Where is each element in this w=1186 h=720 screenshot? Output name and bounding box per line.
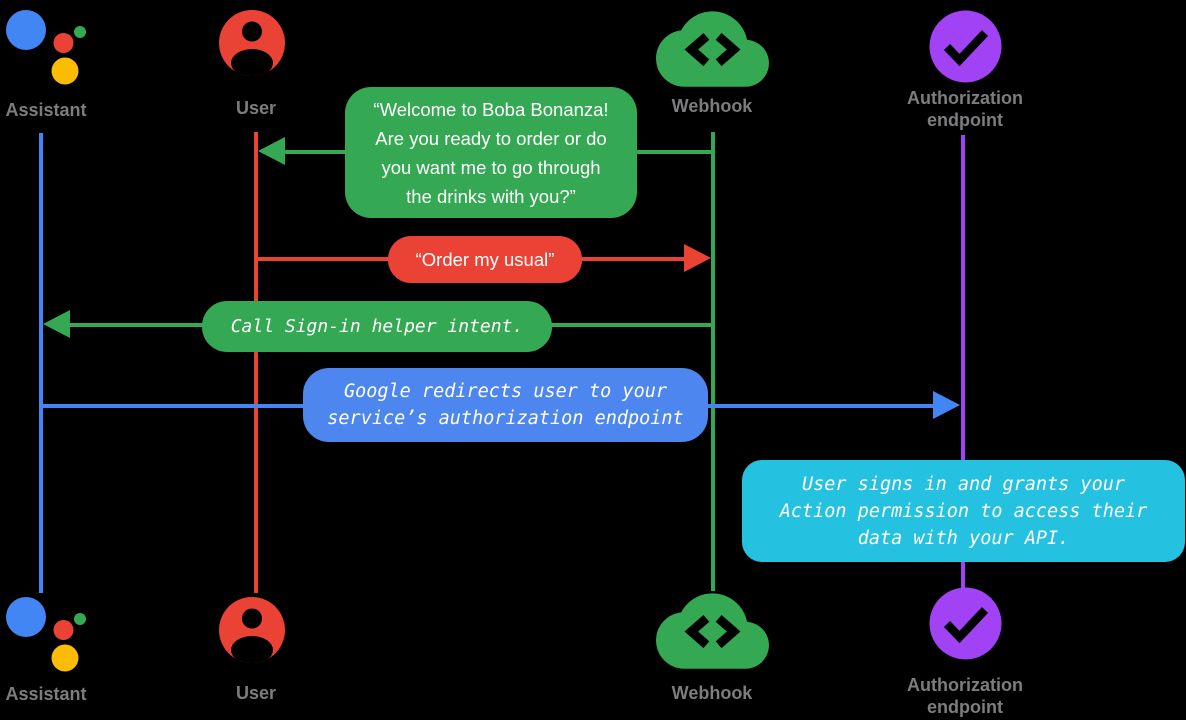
order-message-bubble: “Order my usual” (388, 236, 582, 283)
arrow-right-icon (684, 244, 711, 272)
arrow-left-icon (258, 137, 285, 165)
cloud-code-icon (656, 11, 769, 87)
webhook-lifeline (711, 132, 715, 591)
user-icon (219, 10, 285, 76)
welcome-message-bubble: “Welcome to Boba Bonanza! Are you ready … (345, 87, 637, 218)
google-assistant-icon (6, 10, 86, 85)
user-lifeline (254, 132, 258, 593)
assistant-label: Assistant (5, 100, 87, 120)
assistant-label: Assistant (5, 684, 87, 704)
google-assistant-icon (6, 597, 86, 672)
user-signin-note: User signs in and grants your Action per… (742, 460, 1185, 562)
authorization-endpoint-lifeline (961, 135, 965, 588)
authorization-endpoint-label: Authorization endpoint (907, 88, 1023, 130)
authorization-endpoint-label: Authorization endpoint (907, 675, 1023, 717)
signin-intent-bubble: Call Sign-in helper intent. (202, 301, 552, 352)
arrow-right-icon (933, 391, 960, 419)
webhook-label: Webhook (671, 683, 753, 703)
cloud-code-icon (656, 593, 769, 669)
arrow-left-icon (43, 310, 70, 338)
assistant-lifeline (39, 133, 43, 593)
check-circle-icon (929, 587, 1002, 660)
webhook-label: Webhook (671, 96, 753, 116)
redirect-message-bubble: Google redirects user to your service’s … (303, 368, 708, 442)
check-circle-icon (929, 10, 1002, 83)
user-icon (219, 597, 285, 663)
user-label: User (235, 683, 277, 703)
user-label: User (235, 98, 277, 118)
